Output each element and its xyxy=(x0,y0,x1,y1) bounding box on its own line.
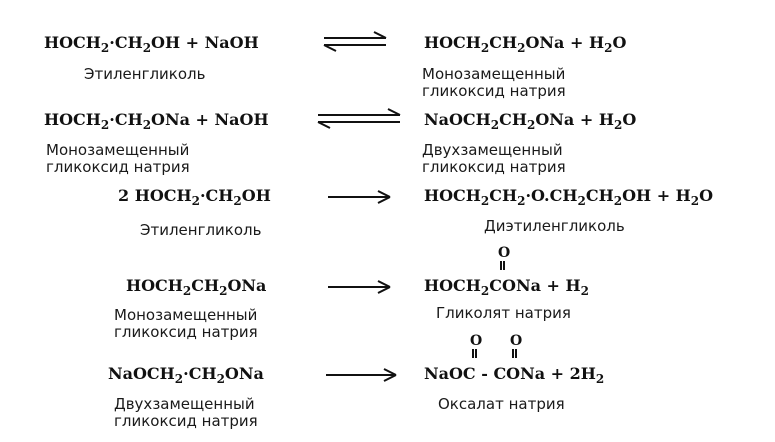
reaction-1-products: HOCH2CH2ONa + H2O xyxy=(424,33,627,55)
reaction-5-forward-arrow xyxy=(326,368,397,382)
reaction-2-product-label-line-1: Двухзамещенный xyxy=(422,141,563,159)
reaction-4-reactant-label-line-1: Монозамещенный xyxy=(114,306,258,324)
reaction-3-reactant-label: Этиленгликоль xyxy=(140,221,262,239)
reaction-3-forward-arrow xyxy=(328,190,391,204)
reaction-4-forward-arrow xyxy=(328,280,391,294)
reaction-2-reactant-label-line-1: Монозамещенный xyxy=(46,141,190,159)
reaction-2-reactants: HOCH2·CH2ONa + NaOH xyxy=(44,110,269,132)
reaction-5-carbonyl-double-bond-1 xyxy=(472,349,477,358)
reaction-1-product-label-line-1: Монозамещенный xyxy=(422,65,566,83)
reaction-4-reactant-label-line-2: гликоксид натрия xyxy=(114,323,258,341)
reaction-3-reactants: 2 HOCH2·CH2OH xyxy=(118,186,271,208)
reaction-5-products: NaOC - CONa + 2H2 xyxy=(424,364,605,386)
reaction-4-carbonyl-double-bond xyxy=(500,261,505,270)
reaction-2-reactant-label-line-2: гликоксид натрия xyxy=(46,158,190,176)
reaction-4-carbonyl-oxygen: O xyxy=(498,245,511,261)
reaction-4-reactants: HOCH2CH2ONa xyxy=(126,276,267,298)
reaction-5-product-label: Оксалат натрия xyxy=(438,395,565,413)
reaction-1-equilibrium-arrow xyxy=(323,31,387,52)
reaction-5-reactant-label-line-1: Двухзамещенный xyxy=(114,395,255,413)
reaction-1-product-label-line-2: гликоксид натрия xyxy=(422,82,566,100)
reaction-4-product-label: Гликолят натрия xyxy=(436,304,571,322)
reaction-5-carbonyl-oxygen-1: O xyxy=(470,333,483,349)
reaction-5-carbonyl-double-bond-2 xyxy=(512,349,517,358)
reaction-2-products: NaOCH2CH2ONa + H2O xyxy=(424,110,637,132)
reaction-5-reactants: NaOCH2·CH2ONa xyxy=(108,364,264,386)
reaction-5-carbonyl-oxygen-2: O xyxy=(510,333,523,349)
reaction-2-equilibrium-arrow xyxy=(317,108,401,129)
reaction-4-products: HOCH2CONa + H2 xyxy=(424,276,589,298)
reaction-1-reactants: HOCH2·CH2OH + NaOH xyxy=(44,33,259,55)
reaction-3-products: HOCH2CH2·O.CH2CH2OH + H2O xyxy=(424,186,714,208)
reaction-3-product-label: Диэтиленгликоль xyxy=(484,217,625,235)
reaction-1-reactant-label: Этиленгликоль xyxy=(84,65,206,83)
reaction-5-reactant-label-line-2: гликоксид натрия xyxy=(114,412,258,430)
reaction-2-product-label-line-2: гликоксид натрия xyxy=(422,158,566,176)
